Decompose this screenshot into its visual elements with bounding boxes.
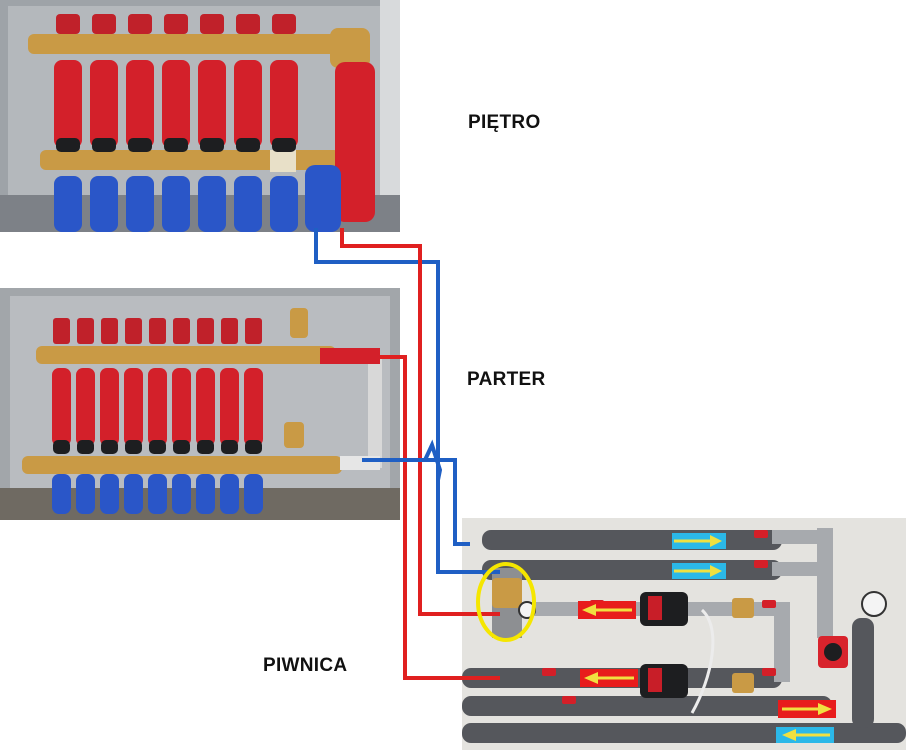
flow-arrow-return-3 <box>776 727 834 743</box>
flow-arrow-return-2 <box>672 563 726 579</box>
label-basement: PIWNICA <box>263 655 348 676</box>
label-ground-floor: PARTER <box>467 369 546 390</box>
upper-supply-line <box>340 228 500 616</box>
ground-floor-manifold-photo <box>0 288 400 520</box>
ground-supply-line <box>380 355 500 680</box>
highlight-ellipse <box>476 562 536 642</box>
flow-arrow-return-1 <box>672 533 726 549</box>
label-upper-floor: PIĘTRO <box>468 112 541 133</box>
ground-return-line <box>362 458 470 546</box>
flow-arrow-supply-3 <box>778 700 836 718</box>
return-link-line <box>423 439 443 481</box>
upper-floor-manifold-photo <box>0 0 400 232</box>
upper-return-line <box>314 228 500 574</box>
flow-arrow-supply-2 <box>580 669 638 687</box>
flow-arrow-supply-1 <box>578 601 636 619</box>
